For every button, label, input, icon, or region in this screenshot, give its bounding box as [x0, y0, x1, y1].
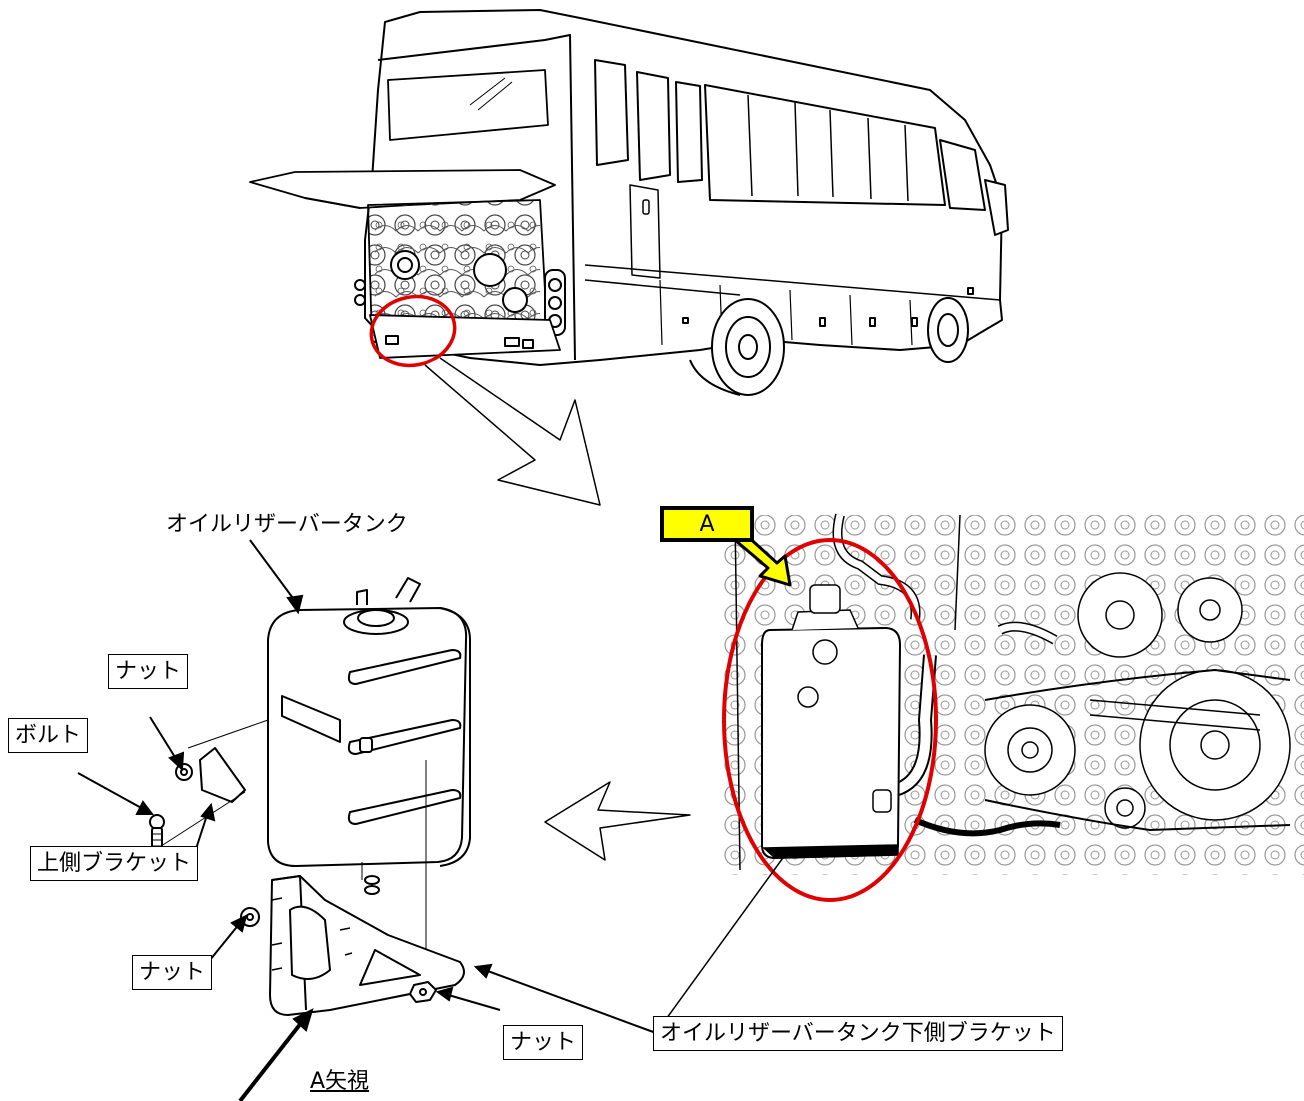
label-nut-bottom: ナット	[503, 1025, 584, 1060]
label-lower-bracket: オイルリザーバータンク下側ブラケット	[653, 1016, 1063, 1051]
direction-arrow-left	[544, 781, 691, 861]
label-nut-left: ナット	[132, 955, 213, 990]
callout-a-box: A	[660, 506, 754, 542]
highlight-circle-tank	[722, 538, 938, 902]
zoom-pointer-arrow	[424, 357, 601, 506]
label-view-a: A矢視	[310, 1069, 370, 1094]
highlight-circle-bus	[369, 294, 457, 368]
label-bolt: ボルト	[8, 718, 89, 753]
engine-closeup	[718, 513, 1304, 875]
label-oil-reservoir-tank: オイルリザーバータンク	[166, 512, 408, 537]
callout-a-label: A	[699, 511, 715, 537]
exploded-view	[149, 577, 471, 1016]
leader-lines	[77, 539, 786, 1101]
bus-illustration	[249, 9, 1009, 396]
label-upper-bracket: 上側ブラケット	[30, 846, 199, 881]
label-nut-top: ナット	[108, 654, 189, 689]
